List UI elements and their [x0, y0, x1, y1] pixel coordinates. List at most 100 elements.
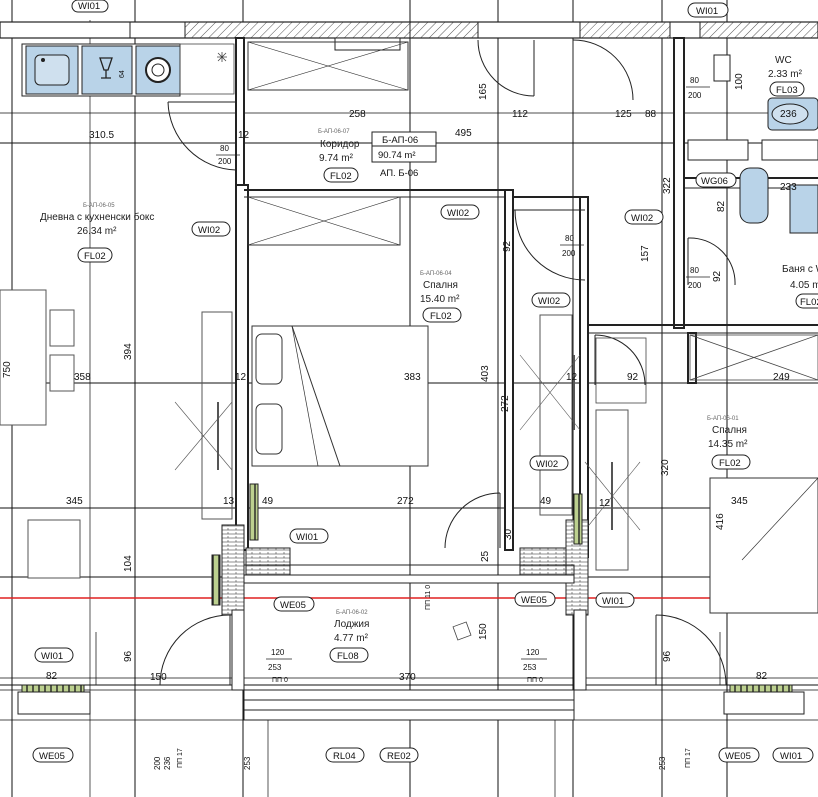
apartment-header: Б-АП-06 90.74 m² АП. Б-06: [371, 131, 437, 179]
room-bath: Баня с WC 4.05 m² FL02: [782, 264, 818, 309]
floor-tag: FL02: [800, 297, 818, 308]
dim-272: 272: [397, 496, 414, 507]
dim-92: 92: [627, 372, 639, 383]
room-title: Баня с WC: [782, 264, 818, 275]
dim-272: 272: [500, 395, 511, 412]
tag-wi02: WI02: [631, 213, 653, 224]
dim-258: 258: [349, 109, 366, 120]
room-area: 26.34 m²: [77, 226, 117, 237]
room-wc: WC 2.33 m² FL03: [768, 55, 805, 97]
dim-416: 416: [715, 513, 726, 530]
dim-370: 370: [399, 672, 416, 683]
element-tags: WI01 WI01 WI02 WI02 WI02 WI02 WI02 WI01 …: [32, 0, 814, 763]
dim-345: 345: [731, 496, 748, 507]
dim-64: 64: [119, 70, 126, 78]
pp-label: ПП 17: [685, 748, 692, 768]
top-wall: [0, 21, 818, 51]
door-width: 80: [565, 234, 574, 243]
dim-495: 495: [455, 128, 472, 139]
door-height: 200: [688, 281, 702, 290]
interior-walls: [235, 37, 818, 558]
room-code: Б-АП-06-02: [336, 610, 368, 616]
door-width: 80: [220, 144, 229, 153]
dimensions: 258 495 112 125 88 310.5 12 12 12 12 394…: [2, 73, 797, 683]
apartment-name: АП. Б-06: [380, 168, 418, 179]
room-area: 9.74 m²: [319, 153, 354, 164]
kitchen-counter: 64: [21, 43, 181, 97]
dim-165: 165: [478, 83, 489, 100]
dim-82: 82: [756, 671, 768, 682]
dim-13: 13: [223, 496, 235, 507]
room-area: 4.05 m²: [790, 280, 818, 291]
room-area: 2.33 m²: [768, 69, 803, 80]
door-height: 200: [218, 157, 232, 166]
room-code: Б-АП-06-05: [83, 203, 115, 209]
room-area: 14.35 m²: [708, 439, 748, 450]
door-height: 200: [562, 249, 576, 258]
dim-82: 82: [716, 200, 727, 212]
tag-wi01: WI01: [41, 651, 63, 662]
dim-750: 750: [2, 361, 13, 378]
dim-49: 49: [262, 496, 274, 507]
loggia-walls: [17, 483, 805, 721]
door-labels: 80 200 80 200 80 200 80 200 120 253 120 …: [153, 76, 710, 770]
tag-wi01: WI01: [602, 596, 624, 607]
pp-label: ПП 0: [272, 677, 288, 684]
door-width: 80: [690, 76, 699, 85]
dim-25: 25: [480, 550, 491, 562]
dim-49: 49: [540, 496, 552, 507]
dim-112: 112: [512, 109, 528, 120]
tag-wg06: WG06: [701, 176, 728, 187]
floor-tag: FL02: [330, 171, 352, 182]
tag-wi01: WI01: [780, 751, 802, 762]
floor-tag: FL03: [776, 85, 798, 96]
room-title: WC: [775, 55, 792, 66]
bathtub-icon: [789, 184, 818, 234]
door-height: 253: [268, 663, 282, 672]
double-bed-right: [709, 477, 818, 614]
dim-249: 249: [773, 372, 790, 383]
door-width: 120: [271, 648, 285, 657]
room-living: Б-АП-06-05 Дневна с кухненски бокс 26.34…: [40, 203, 154, 263]
bedroom-furniture: [174, 311, 641, 571]
toilet-icon: [739, 167, 769, 224]
dim-200: 200: [153, 756, 162, 770]
dim-403: 403: [480, 365, 491, 382]
floor-tag: FL02: [430, 311, 452, 322]
pp-label: ПП 17: [177, 748, 184, 768]
floor-tag: FL08: [337, 651, 359, 662]
tag-wi02: WI02: [536, 459, 558, 470]
dim-12: 12: [566, 372, 578, 383]
tag-we05: WE05: [39, 751, 65, 762]
pp-label: ПП 0: [527, 677, 543, 684]
tag-we05: WE05: [521, 595, 547, 606]
tag-re02: RE02: [387, 751, 411, 762]
room-code: Б-АП-06-01: [707, 416, 739, 422]
dim-233: 233: [780, 182, 797, 193]
dim-100: 100: [734, 73, 745, 90]
room-bedroom2: Б-АП-06-01 Спалня 14.35 m² FL02: [707, 416, 751, 470]
room-title: Коридор: [320, 139, 360, 150]
dim-92: 92: [712, 270, 723, 282]
door-height: 253: [523, 663, 537, 672]
dim-394: 394: [123, 343, 134, 360]
room-area: 15.40 m²: [420, 294, 460, 305]
door-width: 80: [690, 266, 699, 275]
dim-150: 150: [150, 672, 167, 683]
dim-96: 96: [662, 650, 673, 662]
dim-253: 253: [243, 756, 252, 770]
double-bed: [251, 325, 429, 467]
room-corridor: Б-АП-06-07 Коридор 9.74 m² FL02: [318, 129, 360, 183]
room-title: Спалня: [423, 280, 458, 291]
dim-157: 157: [640, 245, 651, 262]
dim-12: 12: [599, 498, 611, 509]
bathroom-fixtures: [687, 54, 818, 234]
apartment-code: Б-АП-06: [382, 135, 418, 146]
dim-125: 125: [615, 109, 632, 120]
dim-236: 236: [163, 756, 172, 770]
pp-label: ПП 11 0: [425, 585, 432, 610]
dim-310-5: 310.5: [89, 130, 114, 141]
tag-wi02: WI02: [538, 296, 560, 307]
door-width: 120: [526, 648, 540, 657]
tag-we05: WE05: [725, 751, 751, 762]
